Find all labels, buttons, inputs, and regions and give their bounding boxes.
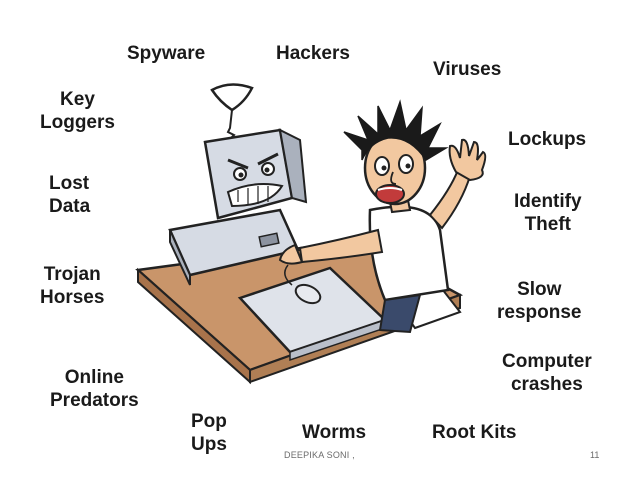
threat-computer-crashes-line1: Computer bbox=[502, 351, 592, 372]
threat-trojan-horses-line1: Trojan bbox=[43, 264, 101, 285]
threat-online-predators-line2: Predators bbox=[50, 390, 139, 411]
threat-slow-response-line2: response bbox=[497, 302, 582, 323]
threat-root-kits-label: Root Kits bbox=[432, 422, 517, 443]
angry-monitor-icon bbox=[203, 128, 308, 220]
threat-lost-data: Lost Data bbox=[49, 172, 90, 218]
threat-key-loggers-line2: Loggers bbox=[40, 112, 115, 133]
threat-lockups: Lockups bbox=[508, 128, 586, 151]
antenna-icon bbox=[210, 83, 254, 141]
threat-pop-ups-line1: Pop bbox=[191, 411, 227, 432]
threat-slow-response: Slow response bbox=[497, 278, 581, 324]
threat-viruses-label: Viruses bbox=[433, 59, 502, 80]
footer-page-number: 11 bbox=[590, 450, 600, 460]
threat-viruses: Viruses bbox=[433, 58, 501, 81]
threat-lockups-label: Lockups bbox=[508, 129, 587, 150]
threat-key-loggers: Key Loggers bbox=[40, 88, 115, 134]
threat-hackers-label: Hackers bbox=[276, 43, 350, 64]
threat-pop-ups-line2: Ups bbox=[191, 434, 227, 455]
threat-spyware-label: Spyware bbox=[127, 43, 206, 64]
frustrated-user-with-angry-computer-icon bbox=[135, 83, 487, 385]
threat-identify-theft: Identify Theft bbox=[514, 190, 582, 236]
threat-hackers: Hackers bbox=[276, 42, 350, 65]
threat-lost-data-line1: Lost bbox=[49, 173, 90, 194]
threat-computer-crashes-line2: crashes bbox=[510, 374, 583, 395]
threat-spyware: Spyware bbox=[127, 42, 205, 65]
mouse-icon bbox=[284, 264, 322, 305]
threat-worms: Worms bbox=[302, 421, 366, 444]
threat-key-loggers-line1: Key bbox=[60, 89, 95, 110]
frustrated-person-icon bbox=[278, 99, 487, 334]
threat-computer-crashes: Computer crashes bbox=[502, 350, 592, 396]
footer-author: DEEPIKA SONI , bbox=[284, 450, 355, 460]
threat-slow-response-line1: Slow bbox=[517, 279, 562, 300]
threat-pop-ups: Pop Ups bbox=[191, 410, 227, 456]
threat-lost-data-line2: Data bbox=[49, 196, 91, 217]
threat-identify-theft-line1: Identify bbox=[514, 191, 582, 212]
threat-online-predators-line1: Online bbox=[64, 367, 124, 388]
threat-trojan-horses: Trojan Horses bbox=[40, 263, 104, 309]
threat-identify-theft-line2: Theft bbox=[524, 214, 571, 235]
threat-root-kits: Root Kits bbox=[432, 421, 516, 444]
threat-trojan-horses-line2: Horses bbox=[40, 287, 105, 308]
threat-online-predators: Online Predators bbox=[50, 366, 139, 412]
threat-worms-label: Worms bbox=[302, 422, 367, 443]
